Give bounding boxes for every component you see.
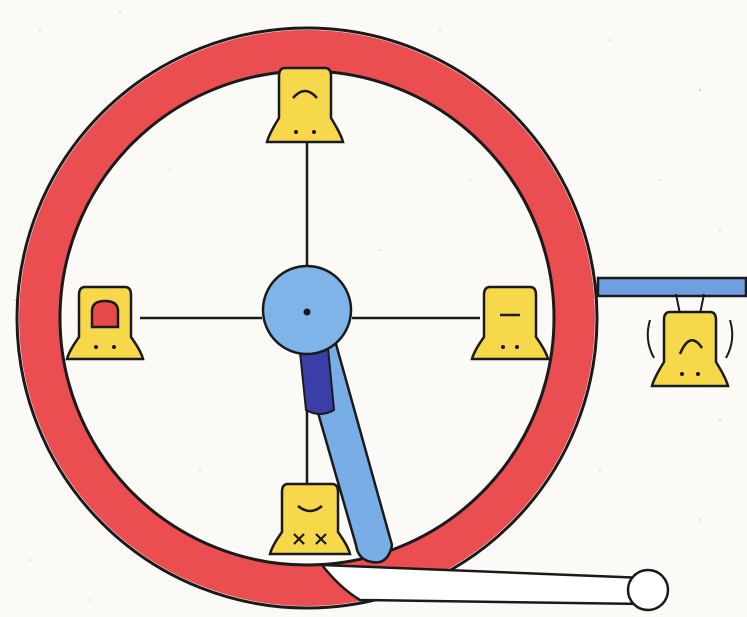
lever-arm bbox=[298, 342, 394, 564]
base-rod bbox=[319, 563, 670, 612]
side-support-bar bbox=[596, 276, 747, 298]
bell-xx-eyes-icon bbox=[268, 482, 352, 556]
bell-frown-icon bbox=[265, 66, 345, 144]
wheel-spokes bbox=[140, 140, 480, 486]
bell-hanging-frown-icon bbox=[646, 293, 734, 388]
bell-flat-mouth-icon bbox=[470, 285, 550, 361]
wheel-hub bbox=[261, 264, 353, 356]
bell-open-mouth-icon bbox=[65, 285, 145, 361]
